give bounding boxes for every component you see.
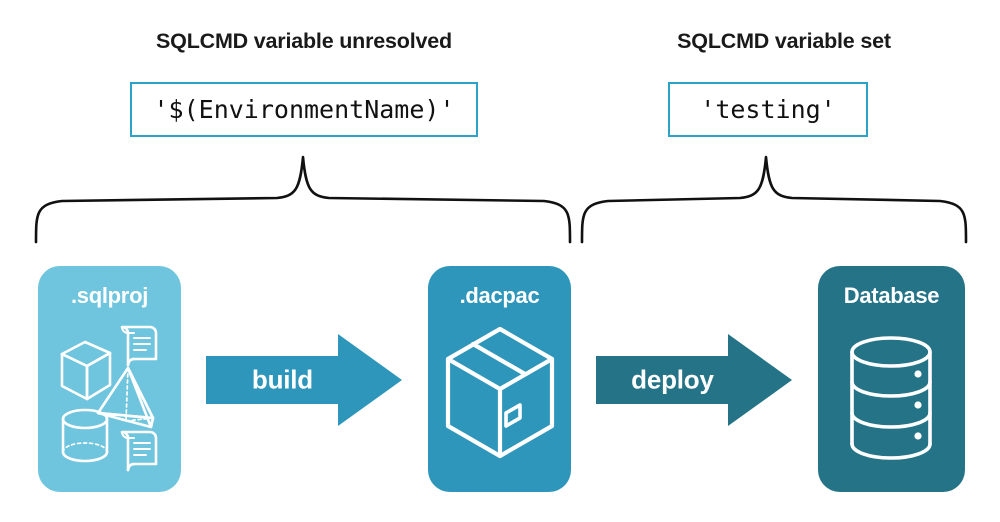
script-scroll-icon-bottom <box>120 430 158 472</box>
stage-label-dacpac: .dacpac <box>459 283 540 308</box>
cube-icon <box>60 340 112 401</box>
cylinder-icon <box>61 408 109 463</box>
stage-box-dacpac: .dacpac <box>428 266 571 492</box>
arrow-build: build <box>206 334 402 426</box>
code-text-environment-name: '$(EnvironmentName)' <box>153 95 455 124</box>
pyramid-icon <box>96 366 155 429</box>
curly-brace-left <box>34 155 572 244</box>
arrow-deploy: deploy <box>596 334 792 426</box>
package-box-icon <box>428 314 571 484</box>
script-scroll-icon-top <box>120 325 158 367</box>
sql-project-shapes-icon <box>38 314 181 484</box>
arrow-deploy-shape <box>596 334 792 426</box>
heading-sqlcmd-variable-set: SQLCMD variable set <box>677 29 891 53</box>
heading-sqlcmd-variable-unresolved: SQLCMD variable unresolved <box>156 29 452 53</box>
stage-label-database: Database <box>843 283 940 308</box>
code-box-unresolved-variable: '$(EnvironmentName)' <box>130 82 478 137</box>
stage-box-sqlproj: .sqlproj <box>38 266 181 492</box>
curly-brace-right <box>580 155 968 244</box>
code-text-testing: 'testing' <box>700 95 836 124</box>
code-box-resolved-variable: 'testing' <box>668 82 868 137</box>
stage-label-sqlproj: .sqlproj <box>70 283 149 308</box>
database-cylinder-icon <box>818 314 965 484</box>
arrow-build-shape <box>206 334 402 426</box>
stage-box-database: Database <box>818 266 965 492</box>
